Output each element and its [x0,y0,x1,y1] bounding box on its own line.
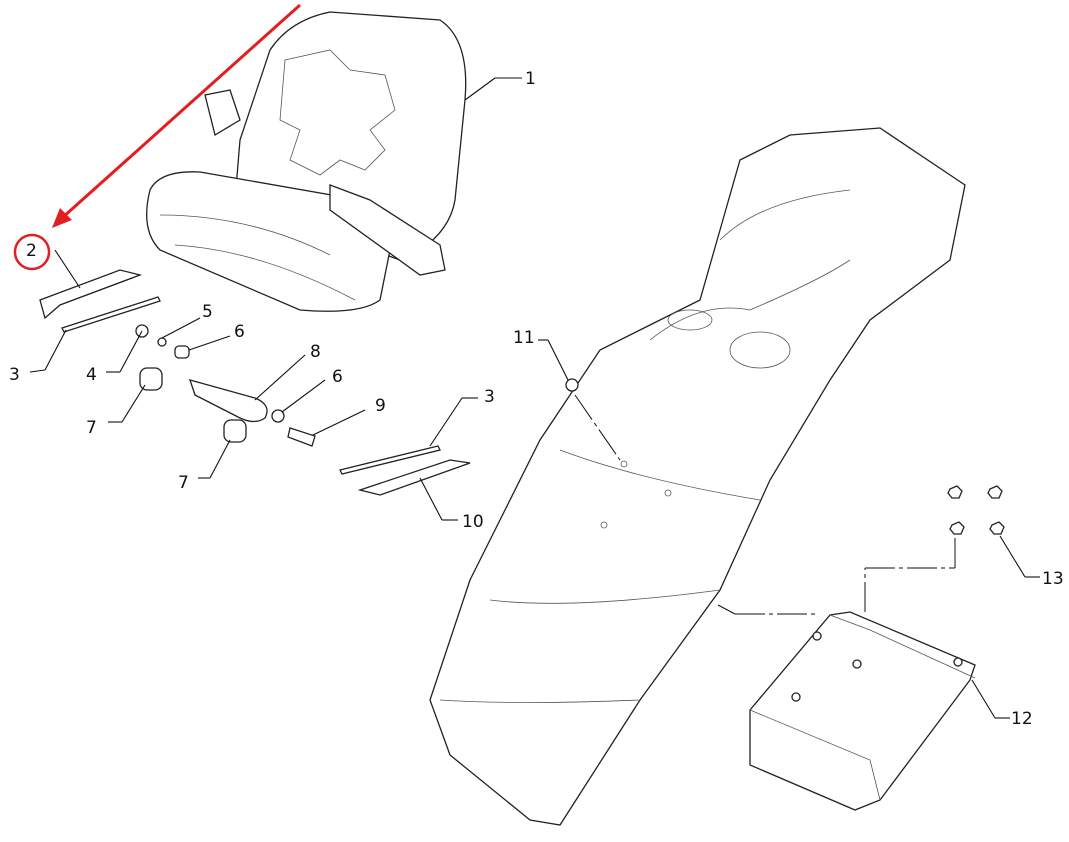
callout-8: 8 [310,342,321,362]
callout-7: 7 [86,418,97,438]
callout-10: 10 [462,512,484,532]
callout-3: 3 [9,365,20,385]
callout-13: 13 [1042,569,1064,589]
callout-7b: 7 [178,473,189,493]
seat-part [146,11,467,312]
console-part [429,127,966,826]
callout-6: 6 [234,322,245,342]
callout-12: 12 [1011,709,1033,729]
callout-4: 4 [86,365,97,385]
callout-1: 1 [525,69,536,89]
callout-11: 11 [513,328,535,348]
callout-2: 2 [26,241,37,261]
nuts-13 [947,485,1005,535]
callout-5: 5 [202,302,213,322]
callout-9: 9 [375,396,386,416]
callout-6b: 6 [332,367,343,387]
highlight-arrow [13,3,302,271]
callout-3b: 3 [484,387,495,407]
